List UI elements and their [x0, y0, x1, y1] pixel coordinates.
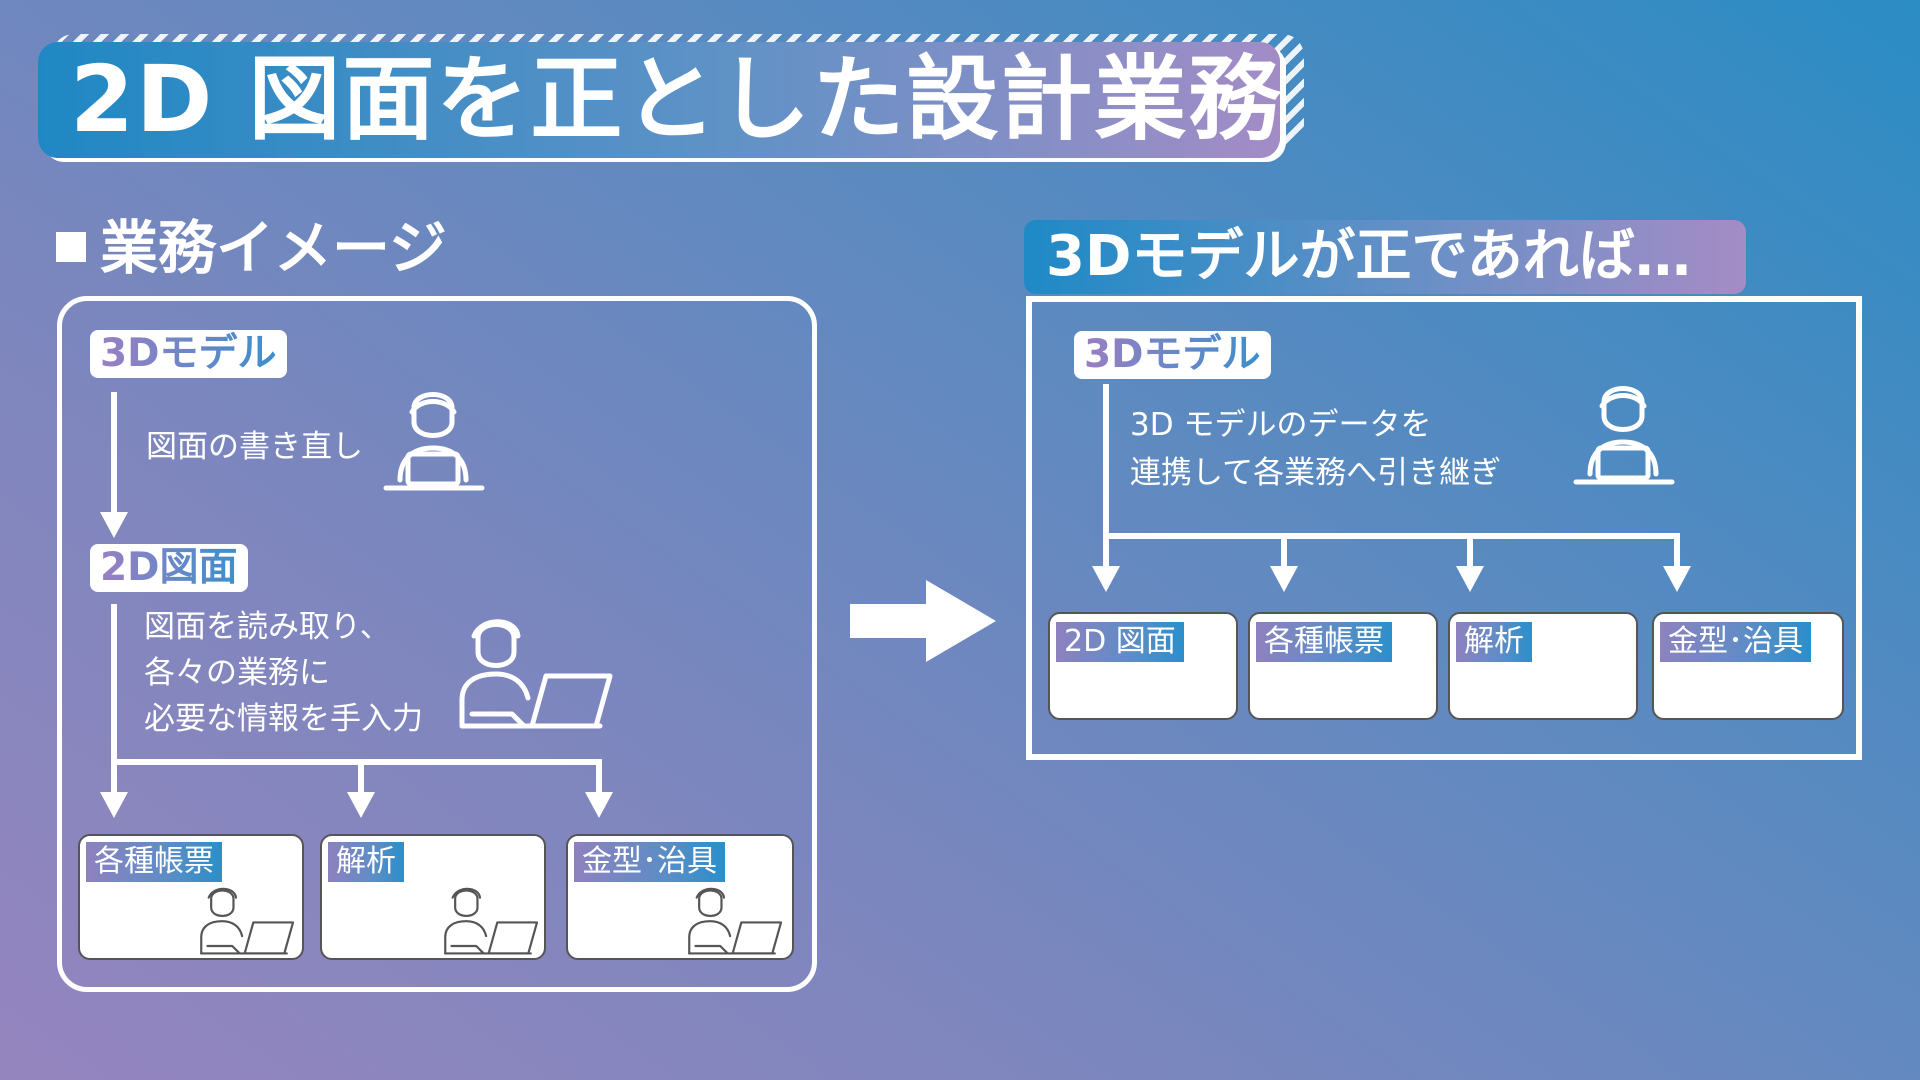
- right-box-molds-label: 金型･治具: [1660, 622, 1811, 662]
- right-arrow-icon: [850, 580, 996, 662]
- left-tag-2d-drawing-text: 2D図面: [100, 545, 238, 590]
- right-tag-3d-model-text: 3Dモデル: [1084, 332, 1261, 377]
- left-arrowhead-forms: [100, 792, 128, 818]
- left-arrowhead-analysis: [347, 792, 375, 818]
- left-tag-3d-model: 3Dモデル: [90, 330, 287, 378]
- right-arrowhead-forms: [1270, 566, 1298, 592]
- right-heading-banner: [1024, 220, 1746, 294]
- left-tag-3d-model-text: 3Dモデル: [100, 331, 277, 376]
- right-arrowhead-analysis: [1456, 566, 1484, 592]
- person-laptop-side-icon: [444, 887, 539, 955]
- section-label: 業務イメージ: [56, 212, 447, 284]
- left-box-molds-label: 金型･治具: [574, 842, 725, 882]
- square-bullet-icon: [56, 232, 86, 262]
- right-box-forms-label: 各種帳票: [1256, 622, 1392, 662]
- left-desc-manual-2: 各々の業務に: [144, 655, 330, 691]
- right-desc-1: 3D モデルのデータを: [1130, 407, 1432, 443]
- left-arrowhead-molds: [585, 792, 613, 818]
- left-box-forms-label: 各種帳票: [86, 842, 222, 882]
- right-heading: 3Dモデルが正であれば…: [1046, 224, 1691, 289]
- right-tag-3d-model: 3Dモデル: [1074, 331, 1271, 379]
- title-banner: [38, 42, 1280, 158]
- person-laptop-side-icon: [688, 887, 783, 955]
- person-laptop-icon: [383, 392, 485, 491]
- person-laptop-side-icon: [200, 887, 295, 955]
- left-arrowhead-to-2d: [100, 512, 128, 538]
- section-label-text: 業務イメージ: [100, 214, 447, 282]
- left-tag-2d-drawing: 2D図面: [90, 544, 248, 592]
- right-panel-ideal-workflow: [1026, 296, 1862, 760]
- right-box-analysis-label: 解析: [1456, 622, 1532, 662]
- left-panel-current-workflow: [57, 296, 817, 992]
- page-title: 2D 図面を正とした設計業務: [70, 46, 1283, 153]
- right-arrowhead-2d: [1092, 566, 1120, 592]
- right-box-2d-drawing-label: 2D 図面: [1056, 622, 1184, 662]
- person-laptop-side-icon: [459, 619, 613, 729]
- person-laptop-icon: [1573, 386, 1675, 485]
- right-arrowhead-molds: [1663, 566, 1691, 592]
- right-desc-2: 連携して各業務へ引き継ぎ: [1130, 455, 1502, 491]
- left-desc-redraw: 図面の書き直し: [146, 429, 363, 465]
- left-desc-manual-3: 必要な情報を手入力: [144, 701, 423, 737]
- left-desc-manual-1: 図面を読み取り、: [144, 609, 391, 645]
- left-box-analysis-label: 解析: [328, 842, 404, 882]
